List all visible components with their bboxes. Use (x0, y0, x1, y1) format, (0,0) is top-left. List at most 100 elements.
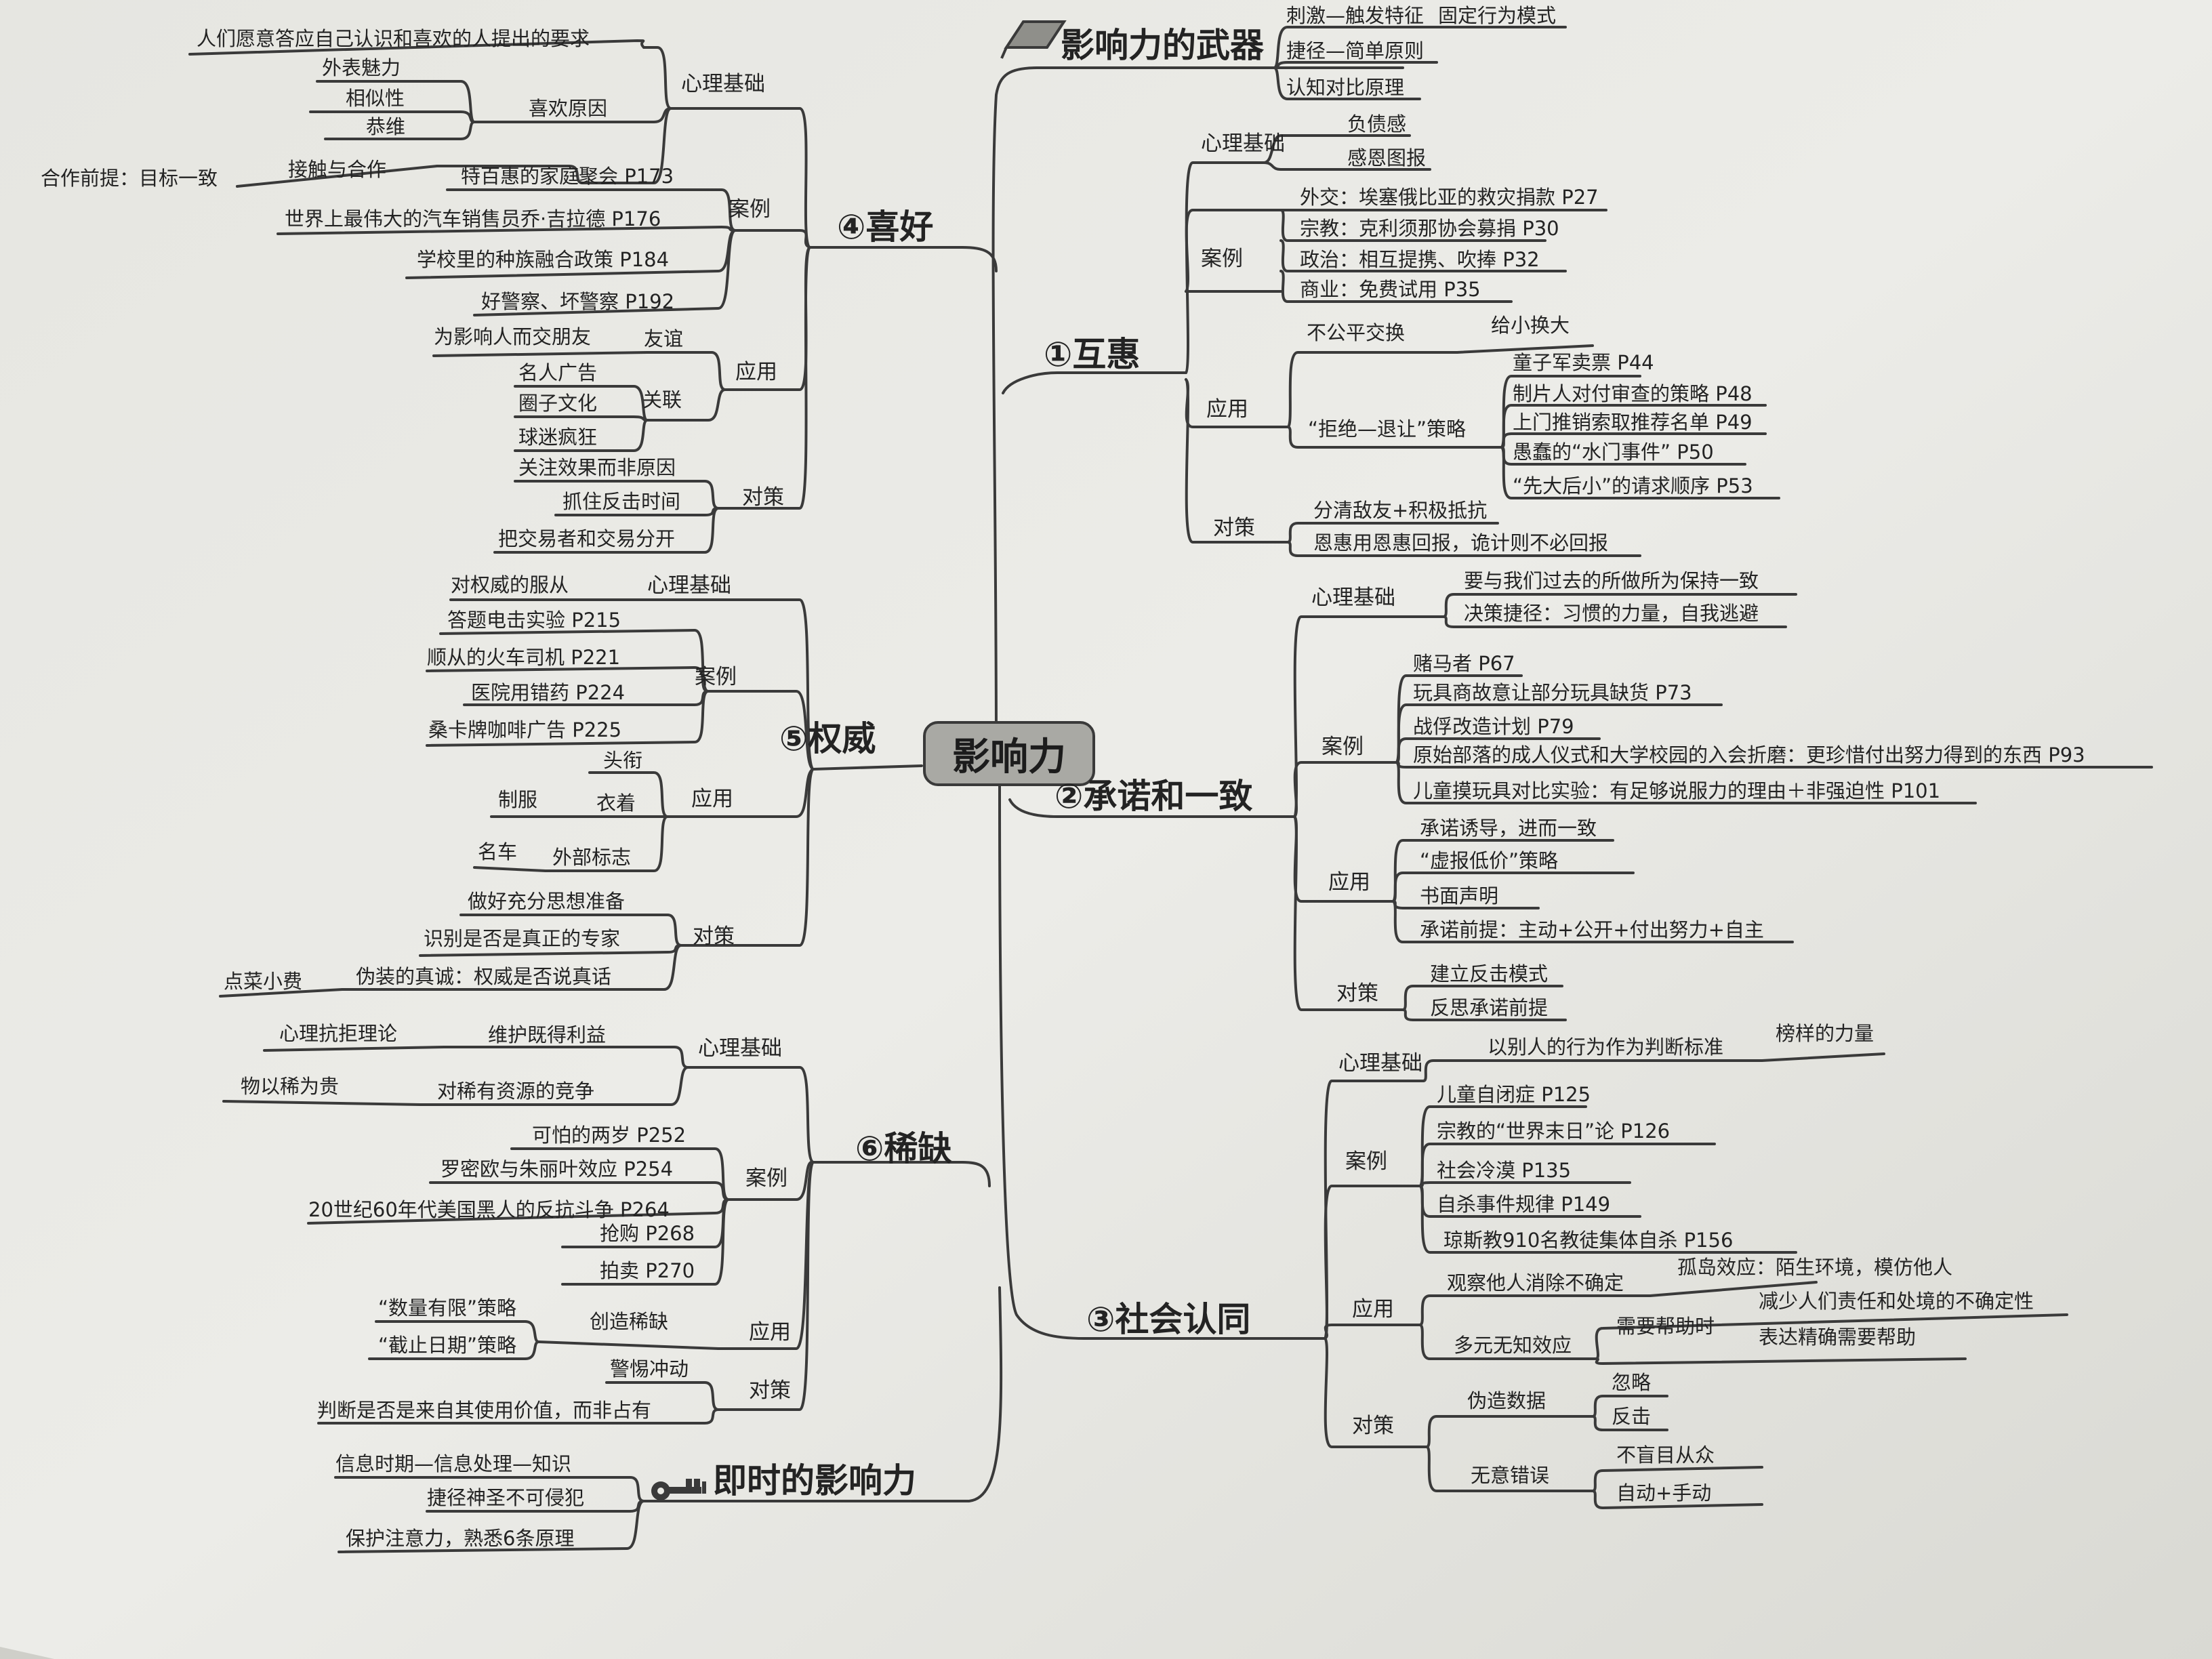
social-case: 社会冷漠 P135 (1437, 1159, 1572, 1182)
social-help-item: 表达精确需要帮助 (1759, 1326, 1917, 1349)
authority-psych-item: 对权威的服从 (451, 573, 569, 596)
authority-psych-label: 心理基础 (647, 573, 731, 598)
commitment-counter-item: 反思承诺前提 (1430, 996, 1549, 1019)
authority-cases-label: 案例 (695, 665, 737, 689)
reciprocity-case: 宗教：克利须那协会募捐 P30 (1300, 217, 1559, 240)
social-error-item: 自动+手动 (1616, 1481, 1712, 1504)
commitment-case: 战俘改造计划 P79 (1413, 715, 1574, 738)
weapons-extra: 固定行为模式 (1438, 4, 1557, 27)
authority-case: 答题电击实验 P215 (447, 609, 621, 632)
liking-friend-sub: 为影响人而交朋友 (434, 325, 592, 348)
commitment-apply-label: 应用 (1328, 870, 1370, 895)
authority-apply-label: 应用 (691, 787, 733, 811)
social-fake-item: 反击 (1612, 1405, 1652, 1428)
scarcity-case: 20世纪60年代美国黑人的反抗斗争 P264 (308, 1198, 670, 1221)
commitment-psych-item: 要与我们过去的所做所为保持一致 (1464, 569, 1759, 592)
commitment-apply-item: 书面声明 (1420, 884, 1499, 907)
authority-counter-label: 对策 (693, 924, 735, 949)
scarcity-psych-item2: 对稀有资源的竞争 (437, 1080, 595, 1103)
social-case: 宗教的“世界末日”论 P126 (1437, 1120, 1671, 1143)
scarcity-counter-item: 警惕冲动 (610, 1357, 689, 1380)
scarcity-apply-item: “截止日期”策略 (378, 1334, 517, 1357)
liking-assoc: 关联 (642, 388, 682, 411)
key-icon (651, 1479, 706, 1500)
scarcity-case: 罗密欧与朱丽叶效应 P254 (441, 1158, 674, 1181)
authority-counter-item: 伪装的真诚：权威是否说真话 (356, 965, 612, 988)
authority-title-item: 头衔 (603, 749, 643, 772)
commitment-case: 儿童摸玩具对比实验：有足够说服力的理由＋非强迫性 P101 (1413, 779, 1941, 802)
commitment-case: 玩具商故意让部分玩具缺货 P73 (1413, 681, 1692, 704)
weapons-item: 认知对比原理 (1286, 76, 1405, 99)
liking-title: ④喜好 (837, 207, 934, 247)
authority-counter-item: 做好充分思想准备 (468, 890, 626, 913)
reciprocity-title: ①互惠 (1044, 335, 1141, 374)
social-observe-sub: 孤岛效应：陌生环境，模仿他人 (1677, 1256, 1953, 1279)
reciprocity-cases-label: 案例 (1201, 247, 1243, 271)
authority-car: 名车 (478, 840, 518, 863)
reciprocity-unfair-sub: 给小换大 (1491, 314, 1570, 337)
instant-title: 即时的影响力 (713, 1461, 916, 1500)
authority-title: ⑤权威 (779, 719, 876, 758)
liking-reason: 外表魅力 (322, 56, 401, 79)
liking-contact-sub: 合作前提：目标一致 (41, 167, 218, 190)
authority-uniform: 制服 (498, 788, 538, 811)
liking-case: 好警察、坏警察 P192 (481, 290, 675, 313)
scarcity-psych-item2-sub: 物以稀为贵 (241, 1075, 340, 1098)
commitment-counter-item: 建立反击模式 (1430, 962, 1549, 985)
social-observe: 观察他人消除不确定 (1447, 1271, 1624, 1294)
social-error-item: 不盲目从众 (1616, 1443, 1715, 1467)
social-title: ③社会认同 (1086, 1300, 1251, 1339)
liking-assoc-item: 球迷疯狂 (518, 426, 598, 449)
reciprocity-psych-item: 感恩图报 (1347, 146, 1427, 169)
social-case: 琼斯教910名教徒集体自杀 P156 (1443, 1229, 1734, 1252)
scarcity-counter-item: 判断是否是来自其使用价值，而非占有 (317, 1399, 652, 1422)
reciprocity-apply-label: 应用 (1206, 397, 1248, 422)
scarcity-case: 可怕的两岁 P252 (532, 1124, 687, 1147)
social-case: 儿童自闭症 P125 (1437, 1083, 1591, 1106)
authority-case: 顺从的火车司机 P221 (427, 646, 621, 669)
liking-case: 学校里的种族融合政策 P184 (417, 248, 670, 271)
commitment-psych-item: 决策捷径：习惯的力量，自我逃避 (1464, 602, 1759, 625)
social-help-item: 减少人们责任和处境的不确定性 (1759, 1290, 2034, 1313)
liking-apply-label: 应用 (735, 360, 777, 384)
liking-counter-item: 把交易者和交易分开 (498, 527, 676, 550)
social-apply-label: 应用 (1352, 1297, 1394, 1322)
reciprocity-counter-item: 恩惠用恩惠回报，诡计则不必回报 (1313, 531, 1609, 554)
commitment-case: 原始部落的成人仪式和大学校园的入会折磨：更珍惜付出努力得到的东西 P93 (1413, 743, 2085, 766)
liking-counter-label: 对策 (742, 485, 784, 510)
liking-cases-label: 案例 (729, 197, 771, 222)
social-fake-item: 忽略 (1612, 1371, 1652, 1394)
reciprocity-reject-item: 制片人对付审查的策略 P48 (1513, 382, 1753, 405)
reciprocity-reject-item: 童子军卖票 P44 (1513, 351, 1654, 374)
reciprocity-reject-item: 愚蠢的“水门事件” P50 (1513, 441, 1714, 464)
authority-case: 桑卡牌咖啡广告 P225 (428, 718, 622, 741)
social-counter-label: 对策 (1352, 1414, 1394, 1438)
liking-reason: 相似性 (346, 87, 405, 110)
commitment-apply-item: “虚报低价”策略 (1420, 849, 1559, 872)
social-psych-extra: 榜样的力量 (1776, 1022, 1875, 1045)
social-need-help: 需要帮助时 (1616, 1315, 1715, 1338)
scarcity-psych-label: 心理基础 (698, 1036, 782, 1061)
reciprocity-reject-item: “先大后小”的请求顺序 P53 (1513, 474, 1753, 497)
social-error: 无意错误 (1471, 1464, 1550, 1487)
reciprocity-reject: “拒绝—退让”策略 (1308, 417, 1467, 441)
reciprocity-reject-item: 上门推销索取推荐名单 P49 (1513, 411, 1753, 434)
scarcity-apply-item: “数量有限”策略 (378, 1296, 517, 1319)
liking-counter-item: 抓住反击时间 (562, 490, 681, 513)
reciprocity-counter-label: 对策 (1213, 516, 1255, 540)
scarcity-title: ⑥稀缺 (855, 1129, 952, 1168)
authority-counter-item: 识别是否是真正的专家 (424, 927, 621, 950)
authority-clothes: 衣着 (596, 792, 636, 815)
scarcity-apply-label: 应用 (749, 1320, 791, 1345)
scarcity-psych-item1: 维护既得利益 (488, 1023, 607, 1046)
scarcity-psych-item1-sub: 心理抗拒理论 (279, 1022, 398, 1045)
liking-psych-label: 心理基础 (681, 72, 765, 96)
weapons-title: 影响力的武器 (1061, 26, 1264, 65)
social-pluralistic: 多元无知效应 (1454, 1334, 1572, 1357)
social-fake: 伪造数据 (1467, 1389, 1547, 1412)
scarcity-case: 拍卖 P270 (600, 1259, 695, 1282)
reciprocity-case: 政治：相互提携、吹捧 P32 (1300, 248, 1540, 271)
social-psych-label: 心理基础 (1338, 1051, 1422, 1076)
social-cases-label: 案例 (1345, 1149, 1387, 1174)
instant-item: 信息时期—信息处理—知识 (335, 1452, 572, 1475)
